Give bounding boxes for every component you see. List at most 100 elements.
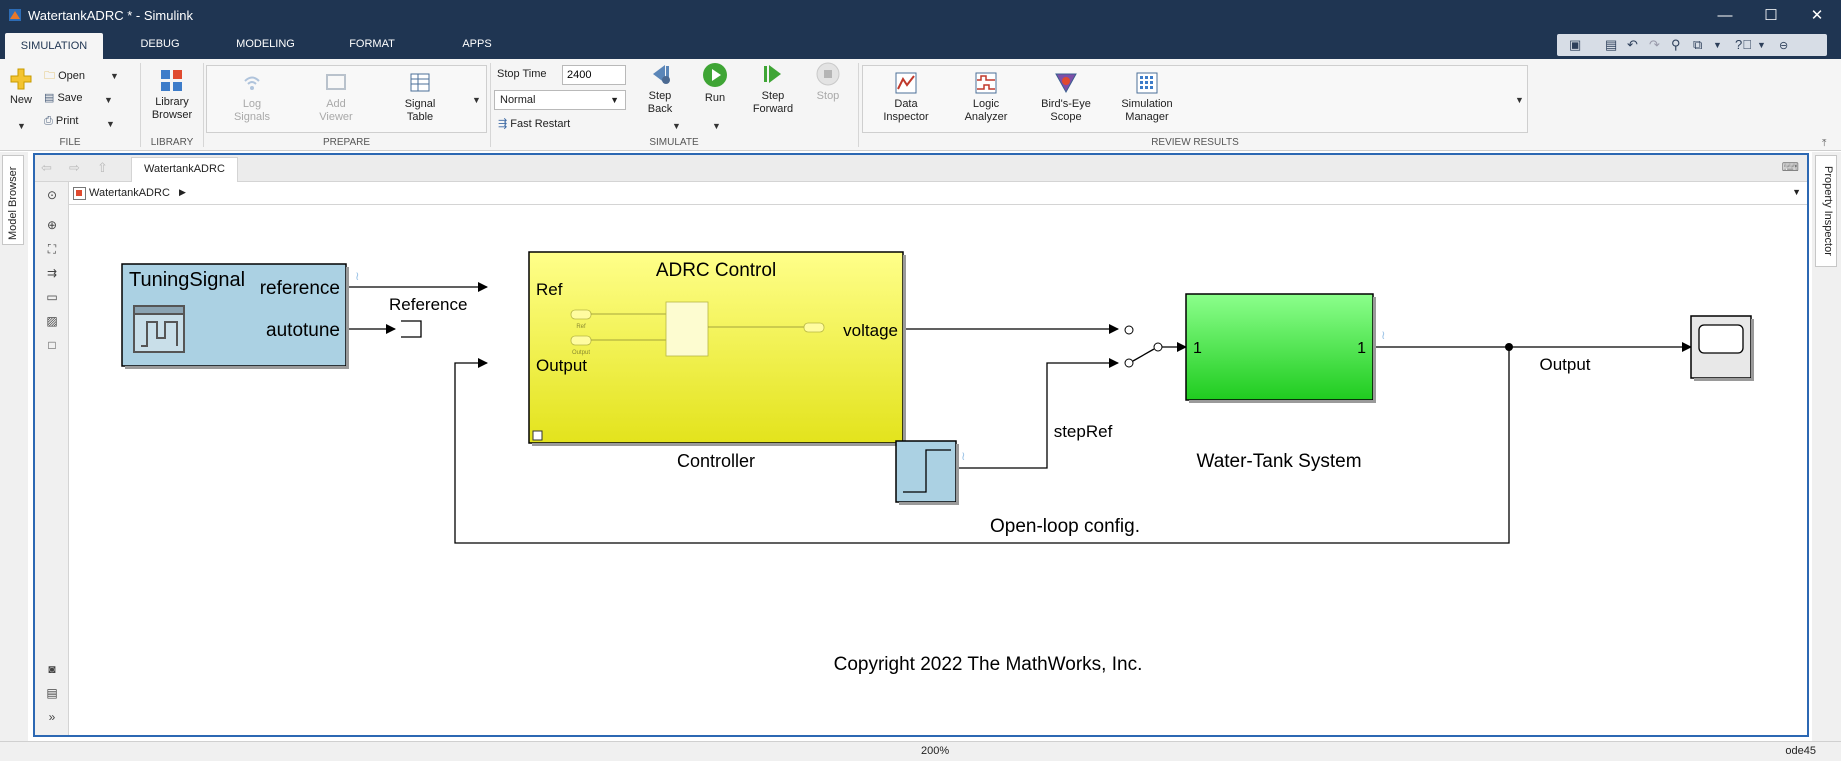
area-icon[interactable]: □ xyxy=(48,338,56,352)
signal-routing-icon[interactable]: ⇉ xyxy=(46,266,58,280)
hide-toolbar-icon[interactable]: ⊙ xyxy=(46,188,58,202)
library-browser-button[interactable]: Library Browser xyxy=(146,69,198,122)
controller-title: ADRC Control xyxy=(656,260,776,281)
step-block[interactable] xyxy=(895,440,959,505)
up-arrow-icon[interactable]: ⇧ xyxy=(97,160,108,175)
run-button[interactable]: Run xyxy=(696,61,734,105)
chevron-down-icon[interactable]: ▼ xyxy=(712,121,721,131)
new-button[interactable]: New xyxy=(4,67,38,107)
solver-name[interactable]: ode45 xyxy=(1785,745,1816,757)
chevron-down-icon[interactable]: ▼ xyxy=(110,71,119,81)
find-icon[interactable]: ⚲ xyxy=(1671,37,1681,52)
new-label: New xyxy=(9,94,32,106)
window-title: WatertankADRC * - Simulink xyxy=(28,8,193,23)
openloop-annotation[interactable]: Open-loop config. xyxy=(990,516,1140,537)
collapse-ribbon-icon[interactable]: ⊖ xyxy=(1779,40,1789,52)
step-back-button[interactable]: Step Back xyxy=(640,61,680,116)
logic-analyzer-label-1: Logic xyxy=(972,98,1000,110)
save-button[interactable]: ▤ Save xyxy=(44,91,83,104)
copyright-annotation[interactable]: Copyright 2022 The MathWorks, Inc. xyxy=(834,654,1143,675)
chevron-down-icon[interactable]: ▼ xyxy=(106,119,115,129)
tuning-signal-block[interactable] xyxy=(121,263,349,369)
model-tab[interactable]: WatertankADRC xyxy=(131,157,238,182)
save-quick-icon[interactable]: ▤ xyxy=(1605,37,1618,52)
annotation-icon[interactable]: ▭ xyxy=(46,290,58,304)
save-label: Save xyxy=(57,92,83,104)
manual-switch[interactable] xyxy=(1124,325,1163,368)
pin-ribbon-icon[interactable]: ⤒ xyxy=(1822,138,1827,149)
stop-button[interactable]: Stop xyxy=(810,61,846,103)
scope-block[interactable] xyxy=(1690,315,1754,381)
adrc-controller-block[interactable] xyxy=(528,251,906,446)
add-viewer-button[interactable]: Add Viewer xyxy=(310,71,362,124)
step-forward-label-2: Forward xyxy=(752,103,794,115)
tab-modeling[interactable]: MODELING xyxy=(236,38,295,50)
chevron-down-icon[interactable]: ▼ xyxy=(1713,40,1722,50)
help-icon[interactable]: ?⃝ xyxy=(1735,37,1752,52)
property-inspector-tab[interactable]: Property Inspector xyxy=(1815,155,1837,267)
birds-eye-scope-button[interactable]: Bird's-Eye Scope xyxy=(1036,71,1096,124)
model-browser-tab[interactable]: Model Browser xyxy=(2,155,24,245)
simulation-mode-select[interactable]: Normal ▼ xyxy=(494,90,626,110)
data-inspector-label-2: Inspector xyxy=(883,111,929,123)
breadcrumb[interactable]: WatertankADRC xyxy=(89,187,170,199)
open-button[interactable]: 🗀 Open xyxy=(44,67,85,86)
data-inspector-button[interactable]: Data Inspector xyxy=(876,71,936,124)
divider xyxy=(490,63,491,147)
redo-icon[interactable]: ↷ xyxy=(1649,37,1660,52)
zoom-icon[interactable]: ⊕ xyxy=(46,218,58,232)
chevron-down-icon[interactable]: ▼ xyxy=(1757,40,1766,50)
tab-debug[interactable]: DEBUG xyxy=(140,38,180,50)
layout-icon[interactable]: ▣ xyxy=(1569,37,1582,52)
stop-time-input[interactable] xyxy=(562,65,626,85)
fit-to-view-icon[interactable]: ⛶ xyxy=(47,242,57,256)
gallery-expand-icon[interactable]: ▼ xyxy=(1515,95,1524,105)
subsystem-badge-icon xyxy=(532,430,543,441)
simulation-manager-button[interactable]: Simulation Manager xyxy=(1114,71,1180,124)
tab-format[interactable]: FORMAT xyxy=(349,38,395,50)
signal-table-button[interactable]: Signal Table xyxy=(394,71,446,124)
undo-icon[interactable]: ↶ xyxy=(1627,37,1638,52)
image-icon[interactable]: ▨ xyxy=(46,314,58,328)
tab-apps[interactable]: APPS xyxy=(462,38,492,50)
screenshot-icon[interactable]: ◙ xyxy=(48,662,56,676)
controller-name: Controller xyxy=(677,451,755,471)
keyboard-icon[interactable]: ⌨ xyxy=(1781,160,1799,174)
forward-arrow-icon[interactable]: ⇨ xyxy=(69,160,80,175)
step-forward-button[interactable]: Step Forward xyxy=(748,61,798,116)
back-arrow-icon[interactable]: ⇦ xyxy=(41,160,52,175)
chevron-down-icon[interactable]: ▼ xyxy=(104,95,113,105)
water-tank-block[interactable] xyxy=(1185,293,1376,403)
ribbon: New ▼ 🗀 Open ▼ ▤ Save ▼ ⎙ Print ▼ FILE L… xyxy=(0,59,1841,151)
signal-logging-icon: ≀ xyxy=(355,269,360,283)
expand-palette-icon[interactable]: » xyxy=(48,710,56,724)
ribbon-tab-row: SIMULATION DEBUG MODELING FORMAT APPS xyxy=(0,30,1841,59)
new-plus-icon xyxy=(10,68,32,90)
minimize-button[interactable]: — xyxy=(1717,6,1733,24)
status-bar: 200% ode45 xyxy=(0,741,1841,761)
gallery-expand-icon[interactable]: ▼ xyxy=(472,95,481,105)
reference-port-label: reference xyxy=(260,278,340,299)
print-button[interactable]: ⎙ Print xyxy=(44,115,79,128)
chevron-down-icon[interactable]: ▼ xyxy=(672,121,681,131)
diagram-canvas[interactable]: ≀ ≀ xyxy=(69,206,1807,735)
stepref-signal-line[interactable] xyxy=(956,358,1119,469)
step-forward-label-1: Step xyxy=(761,90,785,102)
close-button[interactable]: ✕ xyxy=(1810,7,1824,24)
logic-analyzer-button[interactable]: Logic Analyzer xyxy=(956,71,1016,124)
maximize-button[interactable]: ☐ xyxy=(1764,7,1778,24)
fast-restart-toggle[interactable]: ⇶ Fast Restart xyxy=(498,117,570,130)
quick-menu-icon[interactable]: ⧉ xyxy=(1693,37,1703,52)
logic-analyzer-icon xyxy=(975,72,997,94)
log-signals-label-2: Signals xyxy=(233,111,271,123)
review-section-label: REVIEW RESULTS xyxy=(1151,137,1239,148)
tab-simulation[interactable]: SIMULATION xyxy=(5,33,103,59)
log-signals-button[interactable]: Log Signals xyxy=(226,71,278,124)
feedback-signal-line[interactable] xyxy=(454,347,1510,544)
chevron-down-icon[interactable]: ▼ xyxy=(1792,187,1801,197)
terminator-block[interactable] xyxy=(401,320,422,338)
report-icon[interactable]: ▤ xyxy=(46,686,58,700)
breadcrumb-arrow-icon[interactable]: ▶ xyxy=(179,187,186,197)
chevron-down-icon[interactable]: ▼ xyxy=(17,121,26,131)
signal-lines[interactable] xyxy=(346,282,1692,544)
